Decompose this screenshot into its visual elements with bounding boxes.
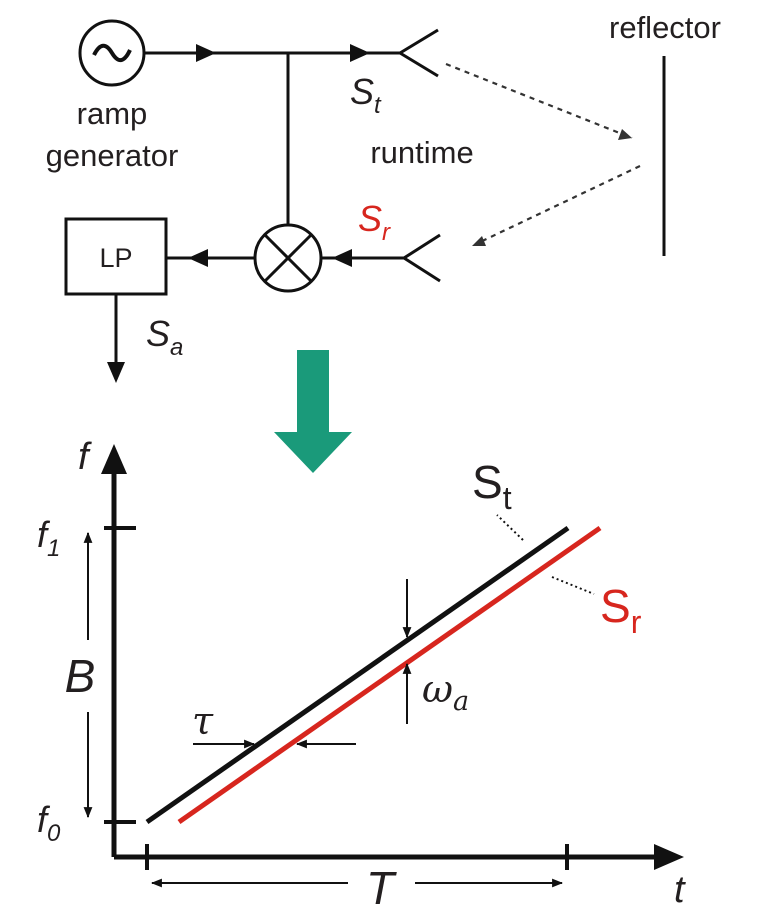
rx-line-label: Sr [600, 580, 642, 640]
delay-label: τ [192, 699, 214, 743]
rx-signal-label: Sr [358, 198, 391, 246]
tx-chirp-line [145, 525, 570, 825]
x-axis-label: t [674, 869, 686, 909]
tx-line-label: St [472, 456, 512, 516]
period-label: T [366, 862, 397, 909]
rx-chirp-line [177, 525, 602, 825]
if-arrow [188, 249, 208, 267]
ramp-generator-symbol [78, 19, 146, 87]
rx-leader [551, 576, 595, 595]
runtime-label: runtime [370, 135, 473, 170]
output-arrow [107, 362, 125, 383]
tx-antenna-icon [399, 28, 439, 78]
tx-arrow-2 [350, 44, 370, 62]
bandwidth-label: B [65, 650, 96, 702]
rx-arrow [332, 249, 352, 267]
mixer-icon [253, 223, 323, 293]
reflector-label: reflector [609, 10, 721, 45]
y-axis-label: f [78, 436, 92, 478]
lowpass-label: LP [99, 243, 132, 273]
flow-down-arrow [274, 350, 352, 473]
f0-label: f0 [37, 799, 61, 847]
generator-label: generator [46, 138, 179, 173]
beat-frequency-label: ωa [422, 667, 469, 717]
beat-signal-label: Sa [146, 313, 183, 361]
ramp-label: ramp [77, 96, 148, 131]
rx-propagation-path [477, 165, 641, 244]
tx-propagation-path [445, 62, 633, 140]
frequency-time-plot: f t f1 f0 B T St Sr τ ωa [37, 436, 686, 909]
lowpass-filter-box [64, 217, 168, 296]
tx-arrow-1 [196, 44, 216, 62]
rx-antenna-icon [403, 233, 441, 283]
block-diagram: ramp generator St reflector runtime Sr [46, 10, 721, 383]
tx-leader [496, 514, 524, 541]
tx-signal-label: St [350, 71, 382, 119]
f1-label: f1 [37, 514, 60, 562]
